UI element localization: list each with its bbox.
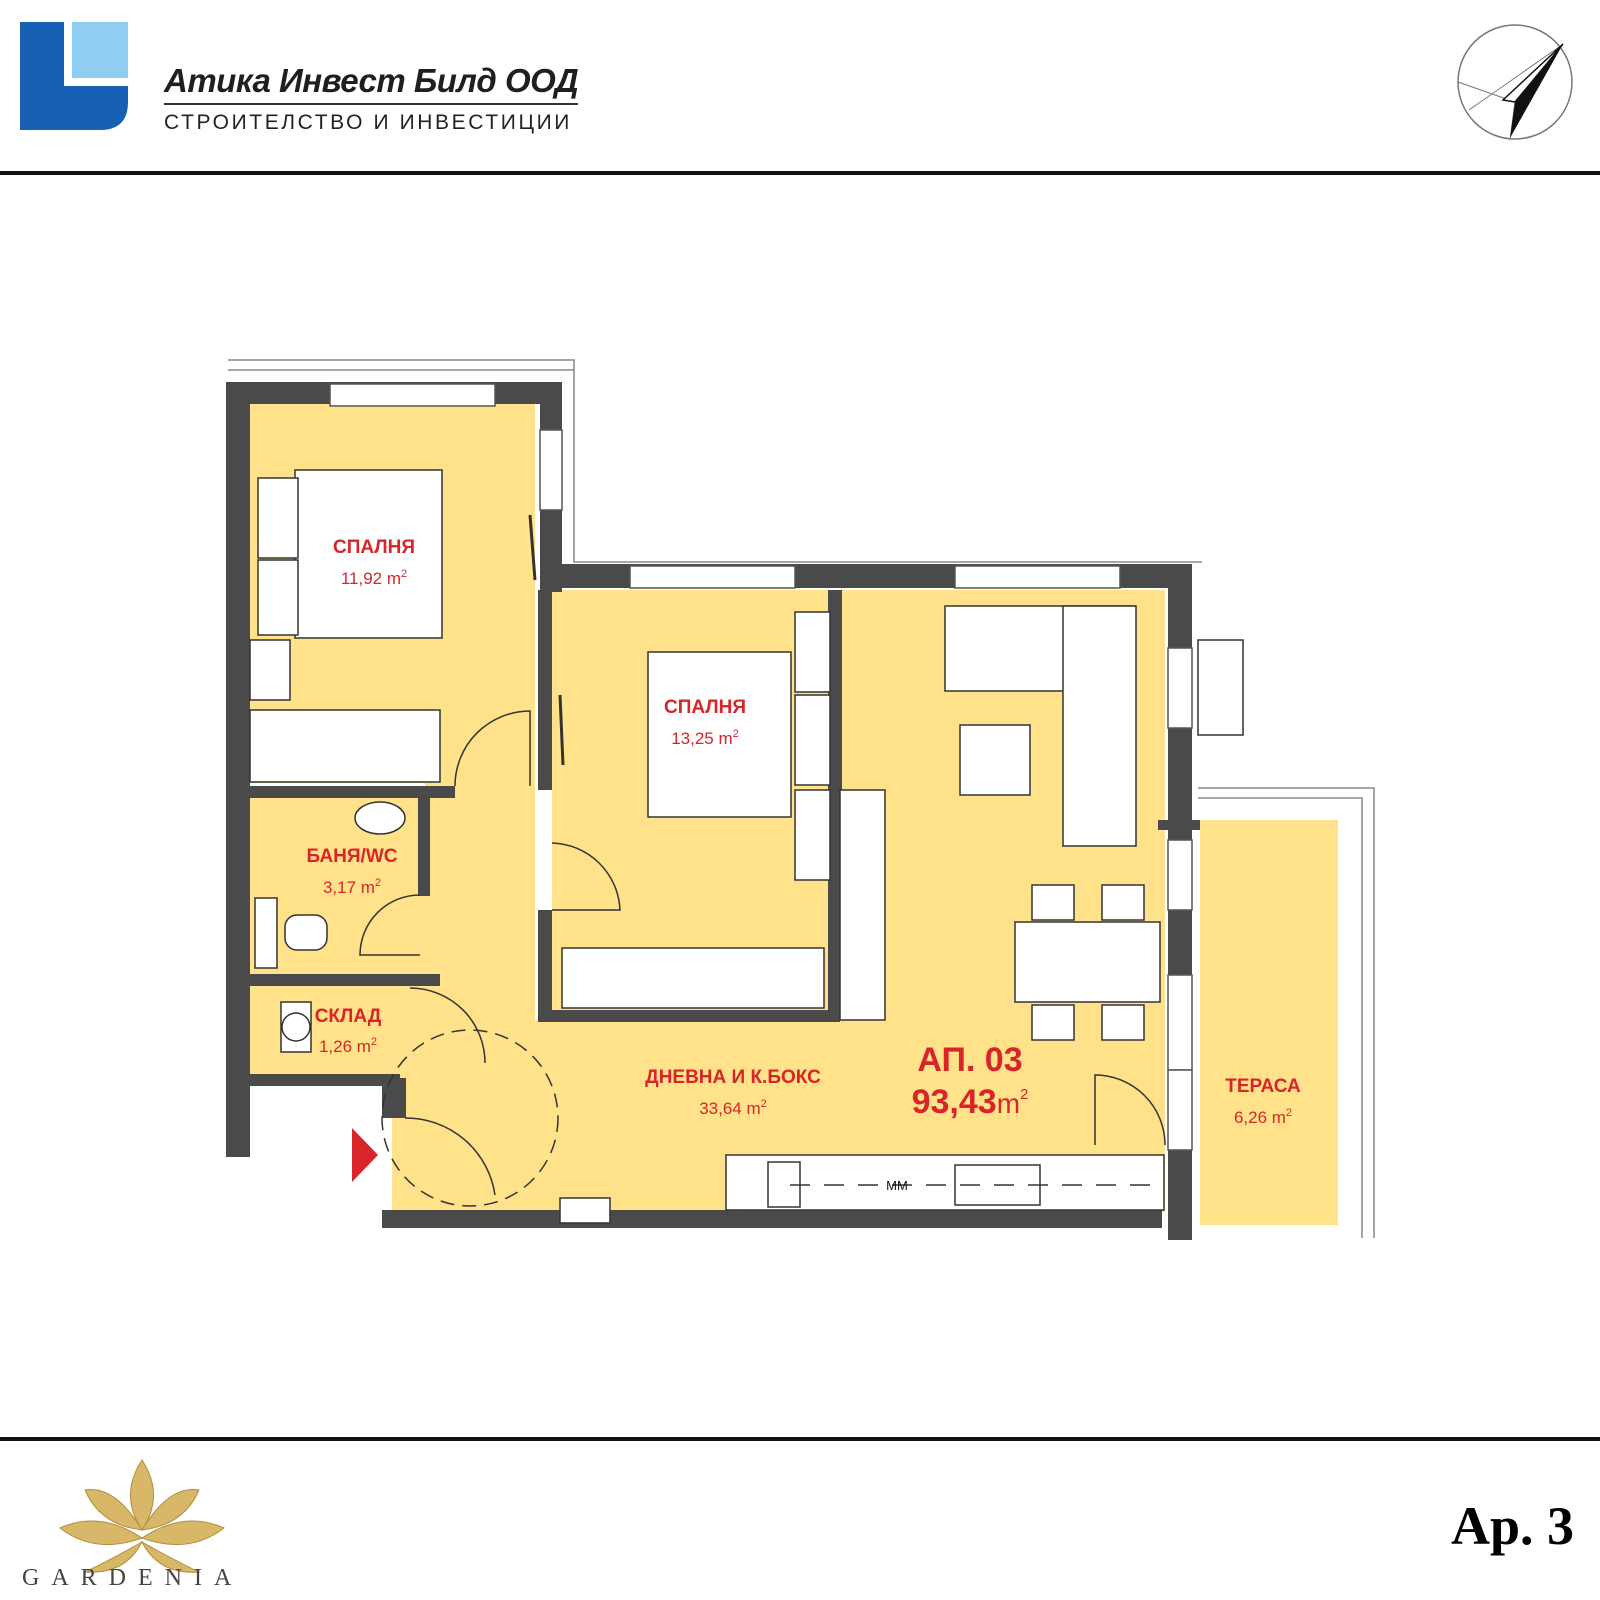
room-labels: СПАЛНЯ 11,92 m2 СПАЛНЯ 13,25 m2 БАНЯ/WC … (307, 537, 1302, 1193)
wardrobe-1 (249, 709, 441, 783)
dining-table (1014, 921, 1161, 1003)
room-name-bathroom: БАНЯ/WC (307, 846, 398, 867)
company-tagline: СТРОИТЕЛСТВО И ИНВЕСТИЦИИ (164, 111, 572, 134)
floor-plan: СПАЛНЯ 11,92 m2 СПАЛНЯ 13,25 m2 БАНЯ/WC … (226, 359, 1375, 1240)
room-name-bedroom-1: СПАЛНЯ (333, 537, 415, 558)
company-name: Атика Инвест Билд ООД (164, 62, 579, 105)
footer-divider (0, 1437, 1600, 1441)
tv-unit (1197, 639, 1244, 736)
header-divider (0, 171, 1600, 175)
furniture (249, 469, 1244, 1224)
storage-fill (250, 986, 400, 1074)
doors (359, 514, 1166, 1207)
header: Атика Инвест Билд ООД СТРОИТЕЛСТВО И ИНВ… (0, 0, 1600, 175)
windows (329, 383, 1193, 1151)
room-area-bathroom: 3,17 m2 (323, 877, 381, 897)
room-area-bedroom-2: 13,25 m2 (671, 728, 739, 748)
company-block: Атика Инвест Билд ООД СТРОИТЕЛСТВО И ИНВ… (164, 62, 579, 135)
bed-2 (647, 651, 792, 818)
apartment-total-area: 93,43m2 (912, 1083, 1029, 1121)
coffee-table (959, 724, 1031, 796)
bed-1 (294, 469, 443, 639)
entrance-arrow-icon (352, 1128, 378, 1182)
terrace-fill (1200, 820, 1338, 1225)
room-area-bedroom-1: 11,92 m2 (341, 568, 407, 588)
room-name-storage: СКЛАД (315, 1006, 382, 1027)
outline-lines (228, 359, 1375, 1238)
appliance-label: ММ (886, 1178, 908, 1193)
lotus-logo-icon (59, 1459, 225, 1573)
north-arrow-icon (1457, 24, 1573, 141)
apartment-title: АП. 03 (917, 1041, 1022, 1079)
apartment-code: Ap. 3 (1450, 1496, 1574, 1556)
toilet (284, 914, 328, 951)
company-logo-icon (20, 22, 128, 130)
room-area-living: 33,64 m2 (699, 1098, 767, 1118)
shower (254, 897, 278, 969)
room-area-storage: 1,26 m2 (319, 1036, 377, 1056)
room-area-terrace: 6,26 m2 (1234, 1107, 1292, 1127)
room-name-living: ДНЕВНА И К.БОКС (645, 1067, 821, 1088)
room-name-terrace: ТЕРАСА (1225, 1076, 1301, 1097)
sink (354, 801, 406, 835)
brand-name: GARDENIA (22, 1565, 244, 1591)
wardrobe-2 (561, 947, 825, 1009)
room-name-bedroom-2: СПАЛНЯ (664, 697, 746, 718)
